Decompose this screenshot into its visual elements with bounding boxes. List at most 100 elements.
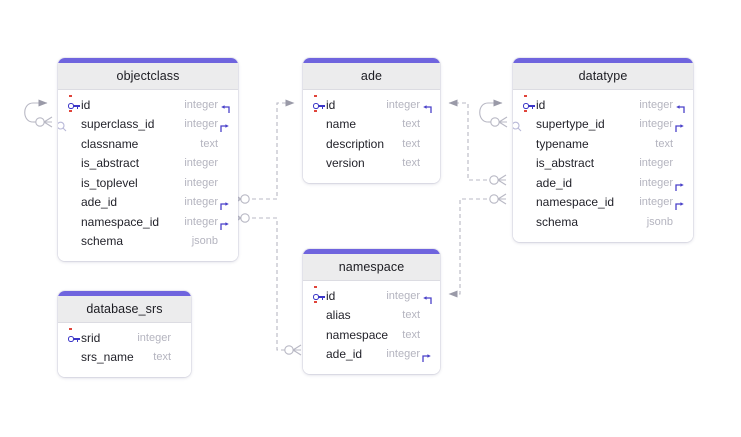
column-name: ade_id: [536, 175, 573, 190]
column-type: jsonb: [646, 215, 673, 228]
edge-datatype-supertype-self: [479, 99, 508, 128]
foreign-key-in-icon: [220, 101, 230, 113]
column-type: text: [153, 351, 171, 364]
column-key-cell: [523, 94, 536, 115]
table-header-database_srs[interactable]: database_srs: [58, 296, 191, 323]
not-null-marker: [69, 94, 72, 98]
column-fk-slot: [420, 345, 431, 365]
primary-key-icon: [68, 103, 80, 109]
column-fk-slot: [420, 306, 431, 326]
foreign-key-in-icon: [422, 292, 432, 304]
edge-objectclass-ade: [252, 99, 295, 200]
column-name: superclass_id: [81, 117, 155, 132]
column-type: text: [402, 309, 420, 322]
primary-key-icon: [313, 294, 325, 300]
edge-datatype-ade: [448, 99, 487, 181]
column-fk-slot: [218, 95, 230, 115]
column-key-cell: [68, 173, 81, 193]
column-key-cell: [68, 327, 81, 348]
column-name: schema: [81, 234, 124, 249]
column-name: id: [326, 288, 336, 303]
column-key-cell: [523, 154, 536, 174]
table-title: database_srs: [86, 302, 163, 316]
column-key-cell: [313, 325, 326, 345]
column-key-cell: [68, 154, 81, 174]
table-header-objectclass[interactable]: objectclass: [58, 63, 238, 90]
edge-datatype-namespace: [448, 198, 487, 298]
not-null-marker-secondary: [314, 300, 317, 304]
foreign-key-out-icon: [220, 218, 230, 230]
table-header-datatype[interactable]: datatype: [513, 63, 693, 90]
column-type: integer: [184, 118, 218, 131]
not-null-marker-secondary: [69, 109, 72, 113]
table-title: ade: [360, 69, 383, 83]
foreign-key-in-icon: [422, 101, 432, 113]
column-name: ade_id: [81, 195, 118, 210]
column-fk-slot: [218, 232, 229, 252]
column-key-cell: [313, 306, 326, 326]
column-row[interactable]: classname text: [58, 134, 238, 154]
column-row[interactable]: superclass_id integer: [58, 115, 238, 135]
primary-key-icon: [313, 103, 325, 109]
foreign-key-out-icon: [220, 120, 230, 132]
table-header-ade[interactable]: ade: [303, 63, 440, 90]
table-accent-bar: [513, 58, 693, 63]
foreign-key-out-icon: [675, 120, 685, 132]
column-key-cell: [313, 134, 326, 154]
column-key-cell: [68, 94, 81, 115]
column-key-cell: [68, 348, 81, 368]
column-fk-slot: [673, 134, 684, 154]
table-title: objectclass: [116, 69, 180, 83]
column-key-cell: [313, 94, 326, 115]
table-accent-bar: [303, 249, 440, 254]
column-fk-slot: [673, 154, 684, 174]
column-fk-slot: [218, 134, 229, 154]
column-type: integer: [184, 98, 218, 111]
primary-key-icon: [68, 336, 80, 342]
column-type: text: [200, 137, 218, 150]
column-type: integer: [639, 196, 673, 209]
foreign-key-out-icon: [675, 198, 685, 210]
column-fk-slot: [673, 212, 684, 232]
magnifier-icon[interactable]: [58, 119, 67, 132]
magnifier-icon[interactable]: [513, 119, 522, 132]
edge-objectclass-superclass-self: [24, 99, 53, 128]
table-header-namespace[interactable]: namespace: [303, 254, 440, 281]
not-null-marker: [69, 327, 72, 331]
column-name: is_toplevel: [81, 175, 138, 190]
column-key-cell: [68, 232, 81, 252]
column-name: classname: [81, 136, 139, 151]
column-fk-slot: [673, 95, 685, 115]
edge-datatype-namespace-crowfoot: [489, 193, 507, 205]
